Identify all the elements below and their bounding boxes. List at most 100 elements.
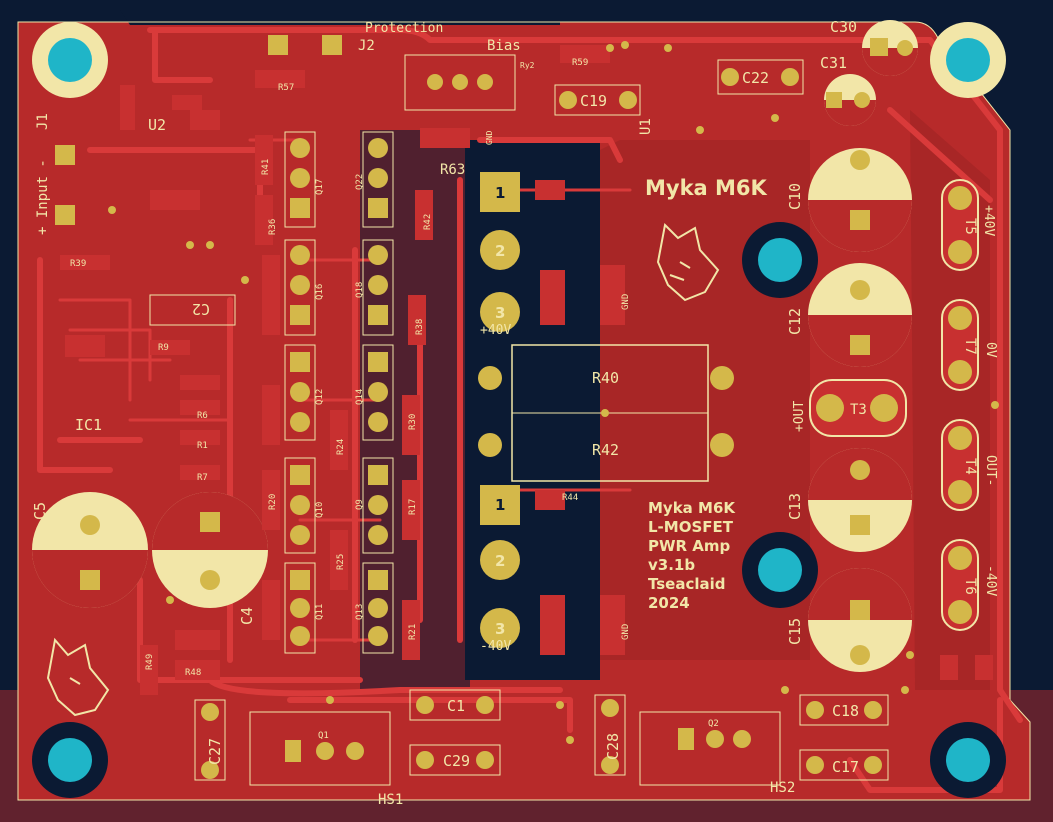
label-r63: R63 [440,162,465,178]
terminal-labels: T3 T5 T7 T4 T6 [850,218,978,595]
label-ry2: Ry2 [520,61,535,70]
label-gnd-1: GND [485,130,494,145]
wolf-logo-icon [656,222,720,302]
label-c2: C2 [192,300,210,318]
label-r21: R21 [408,624,418,640]
board-title: Myka M6K [645,176,768,200]
label-r24: R24 [336,439,346,455]
label-plus40v: +40V [981,205,996,236]
label-q16: Q16 [315,284,325,300]
pad-number-3-bottom: 3 [495,620,505,638]
label-r9: R9 [158,343,169,353]
label-r42-small: R42 [423,214,433,230]
label-c30: C30 [830,18,857,36]
info-line-3: PWR Amp [648,537,731,555]
label-r59: R59 [572,58,588,68]
transistor-labels: Q17 Q22 Q16 Q18 Q12 Q14 Q10 Q9 Q11 Q13 [315,174,365,620]
label-r41: R41 [261,159,271,175]
label-c13: C13 [786,493,804,520]
pad-number-1-top: 1 [495,184,505,202]
label-q18: Q18 [355,282,365,298]
label-q11: Q11 [315,604,325,620]
label-r44: R44 [562,493,578,503]
label-j2: J2 [358,38,375,54]
label-c31: C31 [820,54,847,72]
label-r25: R25 [336,554,346,570]
label-r30: R30 [408,414,418,430]
info-line-6: 2024 [648,594,690,612]
wolf-logo-icon-small [46,637,110,717]
label-r57: R57 [278,83,294,93]
label-c5: C5 [31,502,49,520]
mounting-holes [32,22,1006,798]
cap-labels: C10 C12 C13 C15 C30 C31 C22 C19 C5 C4 C2… [31,18,859,776]
label-r49: R49 [145,654,155,670]
label-c4: C4 [238,607,256,625]
label-ic1: IC1 [75,416,102,434]
label-t3: T3 [850,402,867,418]
label-q22: Q22 [355,174,365,190]
label-out-plus: +OUT [792,401,807,432]
label-input: + Input - [35,159,51,235]
label-q13: Q13 [355,604,365,620]
label-r17: R17 [408,499,418,515]
label-r48: R48 [185,668,201,678]
label-u1: U1 [638,118,654,135]
pad-number-2-bottom: 2 [495,552,505,570]
label-q14: Q14 [355,389,365,405]
label-r36: R36 [268,219,278,235]
label-t6: T6 [962,578,978,595]
label-c17: C17 [832,758,859,776]
label-out-minus: OUT- [983,455,998,486]
info-line-5: Tseaclaid [648,575,726,593]
label-r38: R38 [415,319,425,335]
label-minus40v: -40V [983,565,998,596]
label-r1: R1 [197,441,208,451]
label-q1: Q1 [318,731,329,741]
label-t4: T4 [962,458,978,475]
label-q17: Q17 [315,179,325,195]
label-gnd-2: GND [621,294,631,310]
label-hs1: HS1 [378,792,403,808]
board-outline [17,21,1031,801]
label-u2: U2 [148,116,166,134]
label-c27: C27 [206,738,224,765]
transistor-pads [284,131,394,654]
info-line-4: v3.1b [648,556,695,574]
label-r39: R39 [70,259,86,269]
electrolytic-caps [32,20,918,672]
pad-number-1-bottom: 1 [495,496,505,514]
label-c19: C19 [580,92,607,110]
label-q2: Q2 [708,719,719,729]
label-r6: R6 [197,411,208,421]
label-c1: C1 [447,697,465,715]
label-protection: Protection [365,21,443,36]
label-hs2: HS2 [770,780,795,796]
terminal-blocks [809,179,979,631]
label-r20: R20 [268,494,278,510]
label-bias: Bias [487,38,521,54]
mosfet-pad-numbers: 1 2 3 1 2 3 [495,184,505,638]
label-0v: 0V [983,342,998,358]
label-r40: R40 [592,369,619,387]
label-j1: J1 [35,113,51,130]
label-q9: Q9 [355,499,365,510]
heatsink-transistor-labels: Q1 Q2 [318,719,719,741]
label-t5: T5 [962,218,978,235]
label-c18: C18 [832,702,859,720]
label-gnd-3: GND [621,624,631,640]
resistor-labels: R41 R36 R20 R24 R30 R25 R17 R21 R59 R57 … [70,58,588,678]
mosfet-pads [478,172,734,648]
label-mosfet-minus40v-bottom: -40V [480,639,511,654]
label-q12: Q12 [315,389,325,405]
info-line-2: L-MOSFET [648,518,734,536]
bottom-components [55,35,889,786]
vias [108,41,999,744]
info-line-1: Myka M6K [648,499,736,517]
smd-parts [60,45,993,695]
label-mosfet-plus40v-top: +40V [480,323,511,338]
pad-number-3-top: 3 [495,304,505,322]
label-q10: Q10 [315,502,325,518]
label-t7: T7 [962,338,978,355]
